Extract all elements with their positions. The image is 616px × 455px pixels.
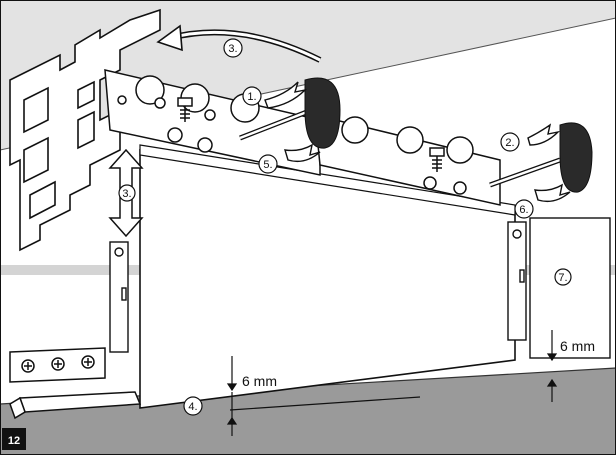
door-top-rail [139,144,516,216]
svg-text:6.: 6. [519,204,528,216]
callout-3-top: 3. [223,38,243,58]
step-number: 12 [8,435,20,447]
dimension-label-right: 6 mm [560,338,595,354]
callout-7: 7. [554,268,572,286]
motion-arrows [264,81,571,203]
dimension-markers [226,330,558,436]
side-strip-right [507,217,611,359]
svg-text:2.: 2. [505,137,514,149]
dimension-label-left: 6 mm [242,373,277,389]
callout-1: 1. [242,86,262,106]
rail-profile [9,8,161,252]
step-badge [2,428,26,450]
callout-4: 4. [183,396,203,416]
svg-text:3.: 3. [228,43,237,55]
floor [0,368,616,455]
roller-carriage-left [104,69,321,176]
svg-text:4.: 4. [188,401,197,413]
svg-text:1.: 1. [247,91,256,103]
wrench-handle-icon-right [489,122,593,193]
svg-text:3.: 3. [122,188,131,200]
side-strip-left [109,241,129,353]
curved-arrow-icon [156,24,322,63]
wrench-handle-icon [239,77,341,149]
svg-text:5.: 5. [263,159,272,171]
callout-3-left: 3. [118,184,136,202]
roller-carriage-right [314,114,501,206]
floor-guide-bracket [9,347,142,420]
svg-text:7.: 7. [558,272,567,284]
callout-6: 6. [514,199,534,219]
callouts: 1. 2. 3. 3. 4. 5. 6. 7. [118,38,572,416]
callout-2: 2. [500,132,520,152]
callout-5: 5. [258,154,278,174]
